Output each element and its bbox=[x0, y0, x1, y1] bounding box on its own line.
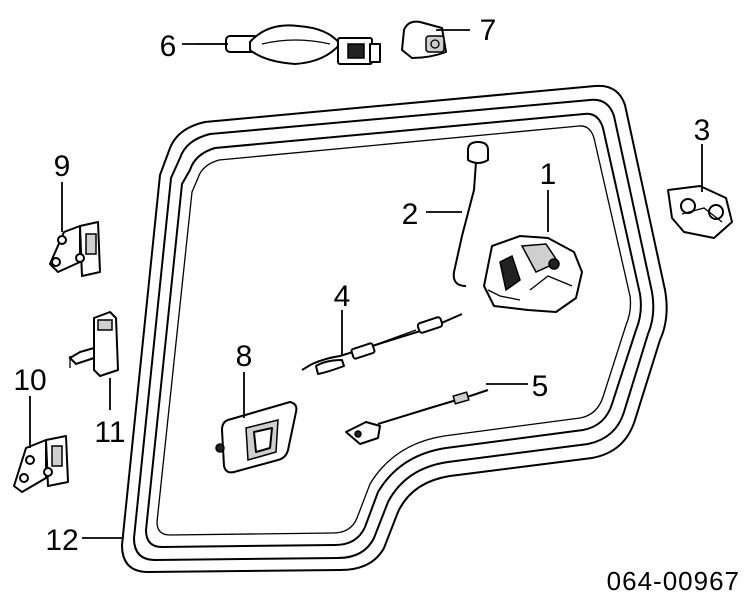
leader-lines bbox=[29, 29, 703, 539]
door-striker bbox=[667, 185, 733, 239]
callout-3: 3 bbox=[694, 114, 711, 147]
outside-handle bbox=[196, 24, 381, 65]
door-lock-assembly bbox=[483, 235, 583, 313]
lower-hinge bbox=[13, 435, 69, 493]
callout-2: 2 bbox=[402, 198, 419, 231]
callout-7: 7 bbox=[480, 14, 497, 47]
diagram-code: 064-00967 bbox=[607, 566, 740, 596]
callout-12: 12 bbox=[45, 524, 78, 557]
lock-cable bbox=[345, 389, 489, 445]
door-weatherstrip bbox=[120, 84, 668, 574]
callout-4: 4 bbox=[334, 280, 351, 313]
lock-rod bbox=[452, 141, 489, 287]
callout-11: 11 bbox=[94, 416, 125, 449]
callout-6: 6 bbox=[160, 30, 177, 63]
door-check bbox=[68, 311, 119, 377]
inside-handle bbox=[215, 401, 298, 474]
callout-1: 1 bbox=[540, 158, 557, 191]
callout-9: 9 bbox=[54, 150, 71, 183]
inside-handle-cable bbox=[301, 313, 463, 375]
callout-10: 10 bbox=[13, 364, 46, 397]
callout-5: 5 bbox=[532, 370, 549, 403]
upper-hinge bbox=[49, 221, 101, 277]
callout-8: 8 bbox=[236, 340, 253, 373]
handle-cap bbox=[401, 20, 447, 59]
